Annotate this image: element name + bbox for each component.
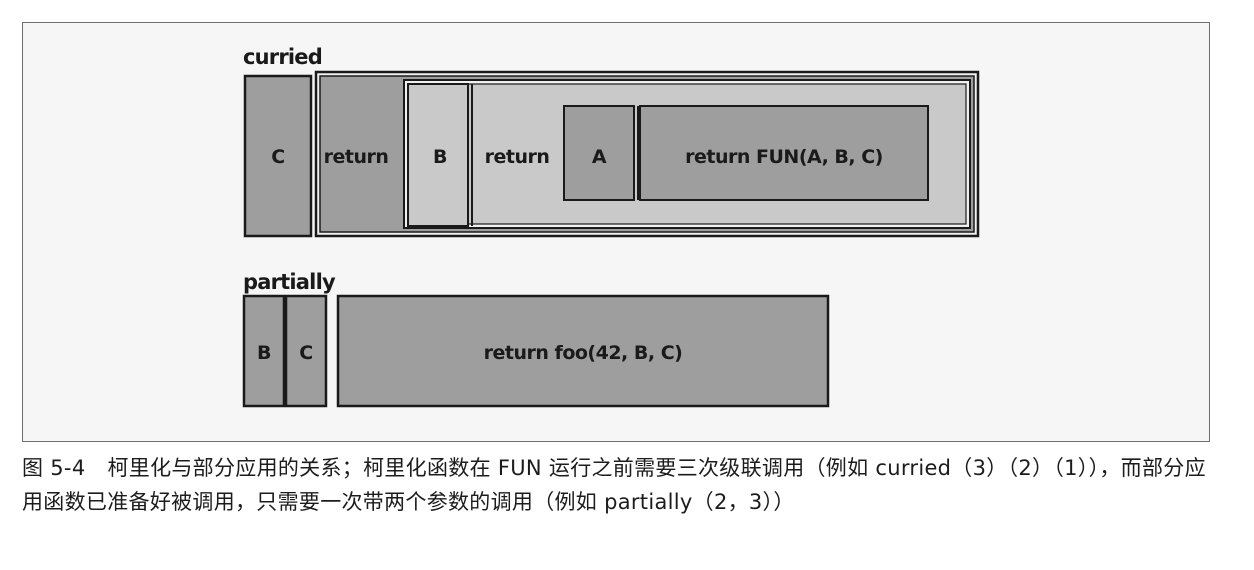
partially-c-label: C [299,342,312,364]
curried-title: curried [243,45,322,69]
curried-b-box [407,83,469,227]
partially-c-box [284,294,328,408]
curried-c-box [243,74,313,238]
curried-fun-box [639,105,929,201]
partially-b-box [242,294,286,408]
caption-number: 图 5-4 [22,456,86,480]
curried-c-label: C [271,146,284,168]
partially-foo-box [336,294,830,408]
partially-title: partially [243,270,336,294]
curried-b-label: B [433,146,447,168]
curried-return-outer-label: return [324,146,389,168]
curried-a-label: A [592,146,607,168]
curried-return-fun-label: return FUN(A, B, C) [685,146,883,168]
partially-b-label: B [257,342,271,364]
caption-text: 柯里化与部分应用的关系；柯里化函数在 FUN 运行之前需要三次级联调用（例如 c… [22,456,1206,514]
curried-return-inner-label: return [485,146,550,168]
diagram: curried C return B return A return FUN(A… [242,45,980,408]
curried-a-box [563,105,635,201]
partially-return-foo-label: return foo(42, B, C) [484,342,683,364]
